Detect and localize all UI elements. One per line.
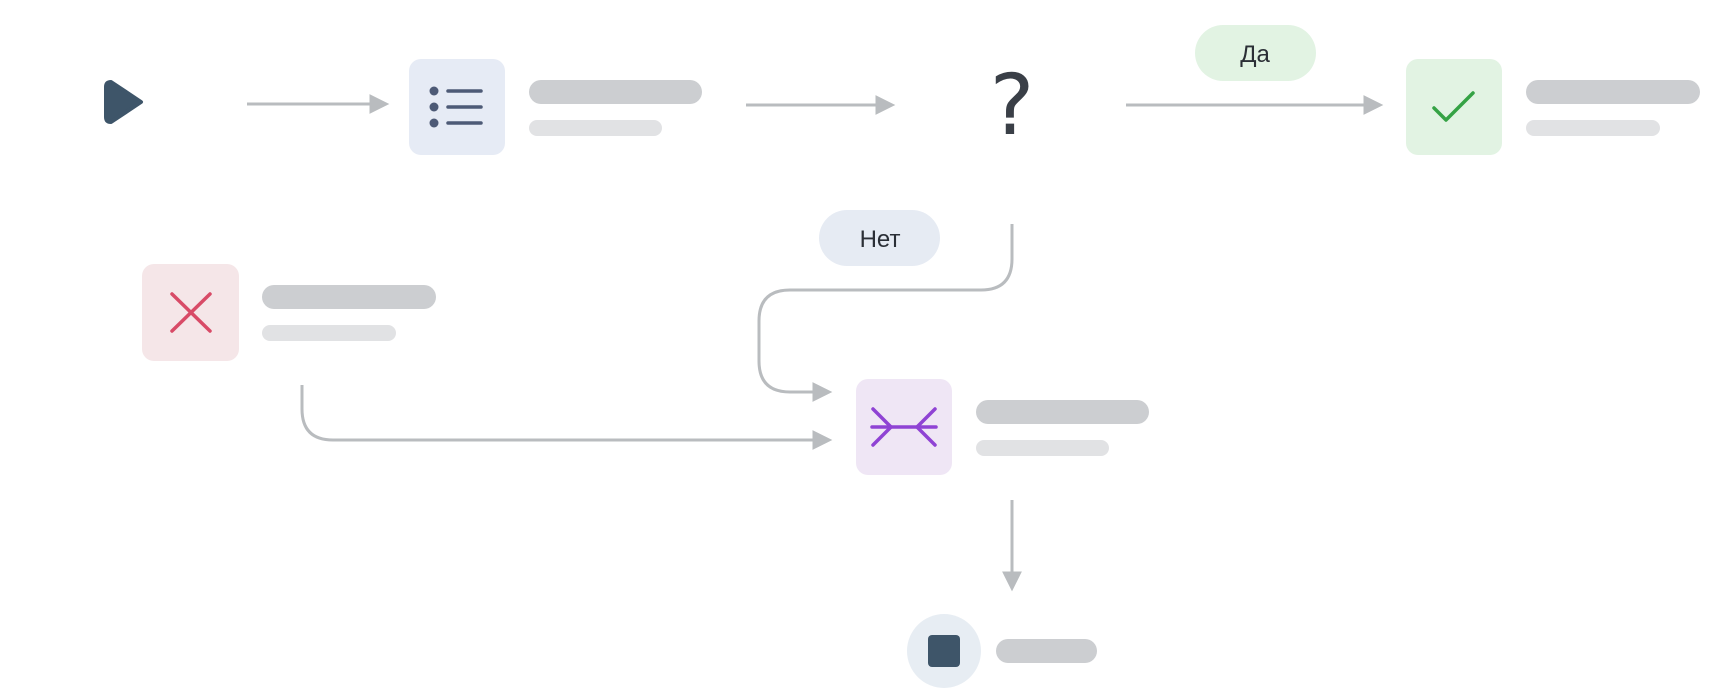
decision-node[interactable]: ?	[990, 56, 1035, 154]
failure-title-placeholder	[262, 285, 436, 309]
connector-no-to-merge	[757, 224, 1014, 402]
merge-subtitle-placeholder	[976, 440, 1109, 456]
no-branch-label: Нет	[819, 210, 940, 266]
success-tile	[1406, 59, 1502, 155]
task-node[interactable]	[409, 59, 702, 155]
failure-node[interactable]	[142, 264, 436, 361]
question-mark: ?	[990, 56, 1035, 154]
start-node[interactable]	[104, 80, 143, 124]
checkmark-icon	[1432, 91, 1475, 122]
merge-node[interactable]	[856, 379, 1149, 475]
failure-subtitle-placeholder	[262, 325, 396, 341]
merge-arrows-icon	[870, 407, 938, 447]
end-label-placeholder	[996, 639, 1097, 663]
yes-label: Да	[1240, 41, 1270, 68]
connector-failure-to-merge	[300, 385, 833, 450]
no-label: Нет	[860, 226, 901, 253]
no-pill	[819, 210, 940, 266]
yes-branch-label: Да	[1195, 25, 1316, 81]
merge-title-placeholder	[976, 400, 1149, 424]
task-subtitle-placeholder	[529, 120, 662, 136]
task-title-placeholder	[529, 80, 702, 104]
cross-icon	[170, 292, 212, 333]
play-icon	[104, 80, 143, 124]
yes-pill	[1195, 25, 1316, 81]
list-icon	[429, 86, 483, 128]
connectors	[247, 94, 1384, 592]
end-node[interactable]	[907, 614, 1097, 688]
success-node[interactable]	[1406, 59, 1700, 155]
success-subtitle-placeholder	[1526, 120, 1660, 136]
stop-icon	[928, 635, 960, 667]
success-title-placeholder	[1526, 80, 1700, 104]
